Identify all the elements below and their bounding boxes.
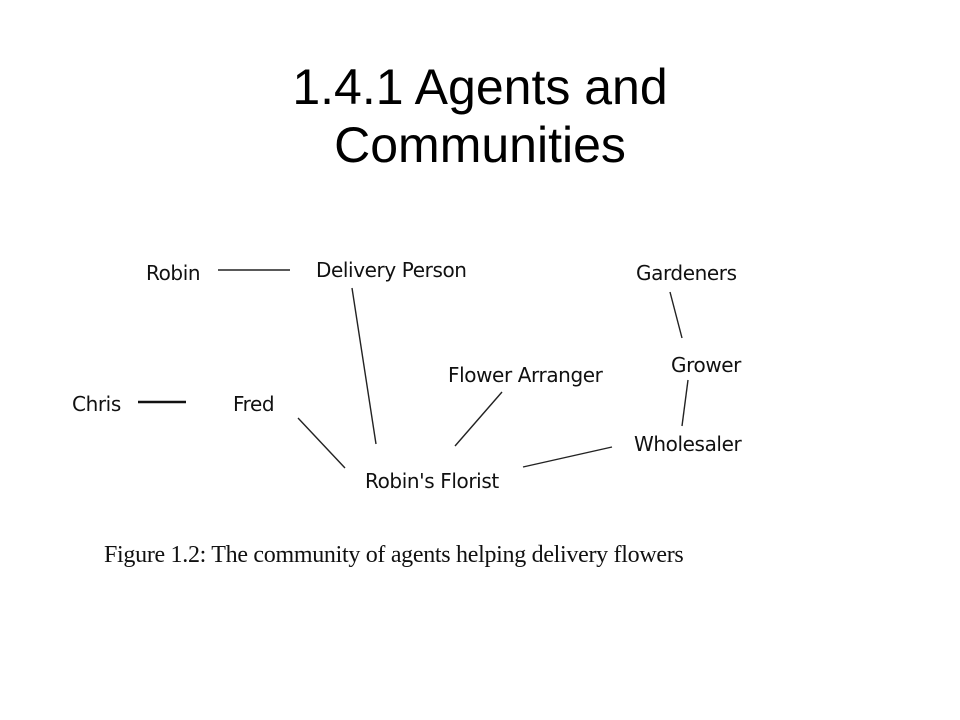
node-wholesaler: Wholesaler (634, 432, 742, 456)
figure-caption: Figure 1.2: The community of agents help… (104, 542, 684, 568)
node-chris: Chris (72, 392, 121, 416)
edge-delivery-person-florist (351, 287, 377, 445)
slide-title: 1.4.1 Agents and Communities (0, 58, 960, 174)
edge-flower-arranger-florist (454, 391, 503, 447)
slide-title-line-2: Communities (334, 117, 626, 173)
slide-title-line-1: 1.4.1 Agents and (292, 59, 668, 115)
node-grower: Grower (671, 353, 742, 377)
node-flower-arranger: Flower Arranger (448, 363, 604, 387)
node-delivery-person: Delivery Person (316, 258, 467, 282)
node-robin: Robin (146, 261, 200, 285)
node-gardeners: Gardeners (636, 261, 737, 285)
edge-fred-florist (297, 417, 346, 469)
node-robins-florist: Robin's Florist (365, 469, 499, 493)
edge-wholesaler-florist (522, 446, 613, 468)
edge-gardeners-grower (669, 291, 683, 339)
node-fred: Fred (233, 392, 274, 416)
edge-grower-wholesaler (681, 379, 689, 427)
